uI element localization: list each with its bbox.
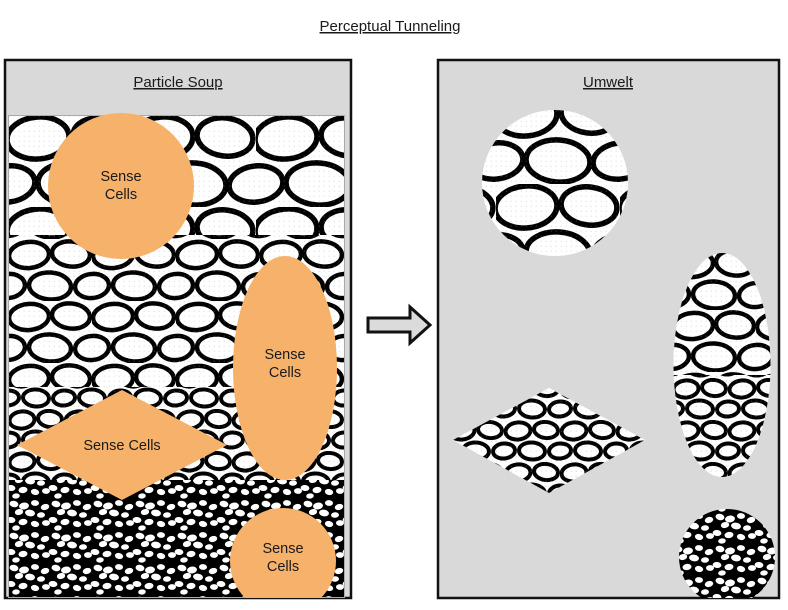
sense-cells-circle-bottom: Sense Cells [230,508,336,598]
sense-cells-label: Cells [105,187,137,203]
sense-cells-circle-top: Sense Cells [48,113,194,259]
texture-border [8,115,345,598]
particle-soup-title: Particle Soup [133,74,222,91]
umwelt-cutout-circle-top [482,110,628,256]
umwelt-cutout-circle-bottom [679,509,775,598]
right-arrow-icon [366,303,433,347]
sense-cells-label: Sense [100,169,141,185]
sense-cells-diamond: Sense Cells [17,390,227,500]
sense-cells-label: Sense [264,347,305,363]
umwelt-panel: Umwelt [436,58,781,600]
sense-cells-label: Sense [262,541,303,557]
sense-cells-label: Cells [269,365,301,381]
sense-cells-ellipse: Sense Cells [233,256,337,480]
sense-cells-label: Cells [267,559,299,575]
particle-soup-panel: Particle Soup Sense Cells Sense Cells [3,58,353,600]
sense-cells-label: Sense Cells [83,438,160,454]
umwelt-title: Umwelt [583,74,634,91]
diagram-title: Perceptual Tunneling [320,18,461,35]
